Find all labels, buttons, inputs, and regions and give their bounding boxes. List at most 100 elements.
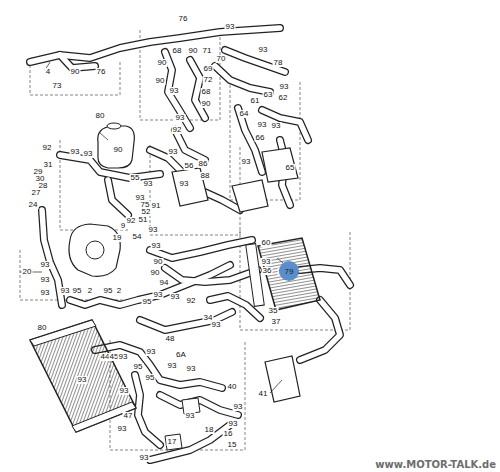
callout-number: 93 [170, 293, 181, 301]
callout-number: 93 [119, 387, 130, 395]
callout-number: 93 [60, 287, 71, 295]
callout-number: 17 [167, 438, 178, 446]
callout-number: 92 [126, 217, 137, 225]
callout-number: 90 [113, 146, 124, 154]
callout-number: 93 [40, 276, 51, 284]
callout-number: 93 [153, 291, 164, 299]
callout-number: 52 [141, 208, 152, 216]
callout-number: 93 [169, 87, 180, 95]
callout-number: 93 [233, 403, 244, 411]
callout-number: 93 [146, 348, 157, 356]
callout-number: 88 [200, 172, 211, 180]
callout-number: 90 [188, 47, 199, 55]
callout-number: 62 [278, 94, 289, 102]
callout-number: 93 [118, 353, 129, 361]
callout-number: 93 [40, 261, 51, 269]
callout-number: 2 [116, 287, 122, 295]
callout-number: 93 [241, 158, 252, 166]
callout-number: 68 [172, 47, 183, 55]
callout-number: 2 [87, 287, 93, 295]
callout-number: 37 [271, 318, 282, 326]
callout-number: 65 [285, 164, 296, 172]
callout-number: 93 [83, 150, 94, 158]
callout-number: 93 [139, 454, 150, 462]
callout-number: 73 [52, 82, 63, 90]
callout-number: 60 [261, 239, 272, 247]
callout-number: 92 [42, 144, 53, 152]
callout-number: 51 [138, 216, 149, 224]
callout-number: 93 [211, 321, 222, 329]
callout-number: 93 [40, 289, 51, 297]
callout-number: 95 [72, 287, 83, 295]
callout-number: 93 [185, 412, 196, 420]
callout-number: 61 [250, 97, 261, 105]
callout-number: 93 [143, 180, 154, 188]
callout-number: 31 [43, 161, 54, 169]
callout-number: 93 [279, 83, 290, 91]
callout-number: 16 [223, 430, 234, 438]
callout-number: 6A [175, 351, 187, 359]
callout-number: 93 [117, 425, 128, 433]
callout-number: 68 [201, 88, 212, 96]
callout-number: 90 [70, 68, 81, 76]
callout-number: 27 [31, 189, 42, 197]
callout-number: 36 [262, 267, 273, 275]
callout-number: 55 [130, 174, 141, 182]
callout-number: 91 [151, 202, 162, 210]
callout-number: 93 [151, 242, 162, 250]
callout-number: 70 [216, 55, 227, 63]
callout-number: 92 [186, 297, 197, 305]
callout-number: 93 [228, 420, 239, 428]
callout-number: 76 [96, 68, 107, 76]
callout-number: 93 [261, 258, 272, 266]
callout-number: 76 [178, 15, 189, 23]
callout-number: 64 [239, 110, 250, 118]
callout-number: 20 [22, 268, 33, 276]
callout-number: 66 [255, 134, 266, 142]
callout-number: 18 [204, 426, 215, 434]
callout-number: 93 [167, 362, 178, 370]
callout-number: 93 [77, 376, 88, 384]
callout-number: 90 [157, 59, 168, 67]
highlight-circle: 79 [279, 261, 299, 281]
callout-number: 69 [203, 65, 214, 73]
callout-number: 54 [132, 233, 143, 241]
callout-number: 4 [45, 68, 51, 76]
callout-number: 93 [70, 148, 81, 156]
callout-number: 95 [145, 374, 156, 382]
callout-number: 56 [184, 162, 195, 170]
callout-number: 95 [103, 287, 114, 295]
callout-number: 35 [268, 307, 279, 315]
callout-number: 90 [201, 100, 212, 108]
callout-number: 63 [263, 91, 274, 99]
callout-number: 93 [258, 46, 269, 54]
callout-number: 94 [159, 279, 170, 287]
callout-number: 93 [168, 148, 179, 156]
callout-number: 93 [186, 365, 197, 373]
callout-number: 79 [285, 267, 294, 276]
callout-number: 90 [155, 77, 166, 85]
callout-number: 93 [225, 23, 236, 31]
callout-number: 93 [257, 121, 268, 129]
callout-number: 9 [120, 222, 126, 230]
callout-number: 80 [37, 324, 48, 332]
callout-number: 86 [198, 160, 209, 168]
callout-number: 92 [172, 126, 183, 134]
callout-number: 15 [227, 441, 238, 449]
callout-number: 78 [273, 59, 284, 67]
callout-number: 93 [179, 180, 190, 188]
callout-number: 41 [258, 390, 269, 398]
callout-number: 95 [133, 363, 144, 371]
callout-number: 71 [202, 47, 213, 55]
callout-number: 90 [153, 258, 164, 266]
callout-number: 80 [95, 112, 106, 120]
callout-number: 47 [123, 412, 134, 420]
watermark: www.MOTOR-TALK.de [375, 459, 496, 470]
callout-number: 95 [142, 298, 153, 306]
callout-number: 24 [28, 201, 39, 209]
callout-number: 19 [112, 234, 123, 242]
callout-number: 48 [165, 335, 176, 343]
callout-number: 72 [203, 76, 214, 84]
callout-number: 93 [271, 122, 282, 130]
